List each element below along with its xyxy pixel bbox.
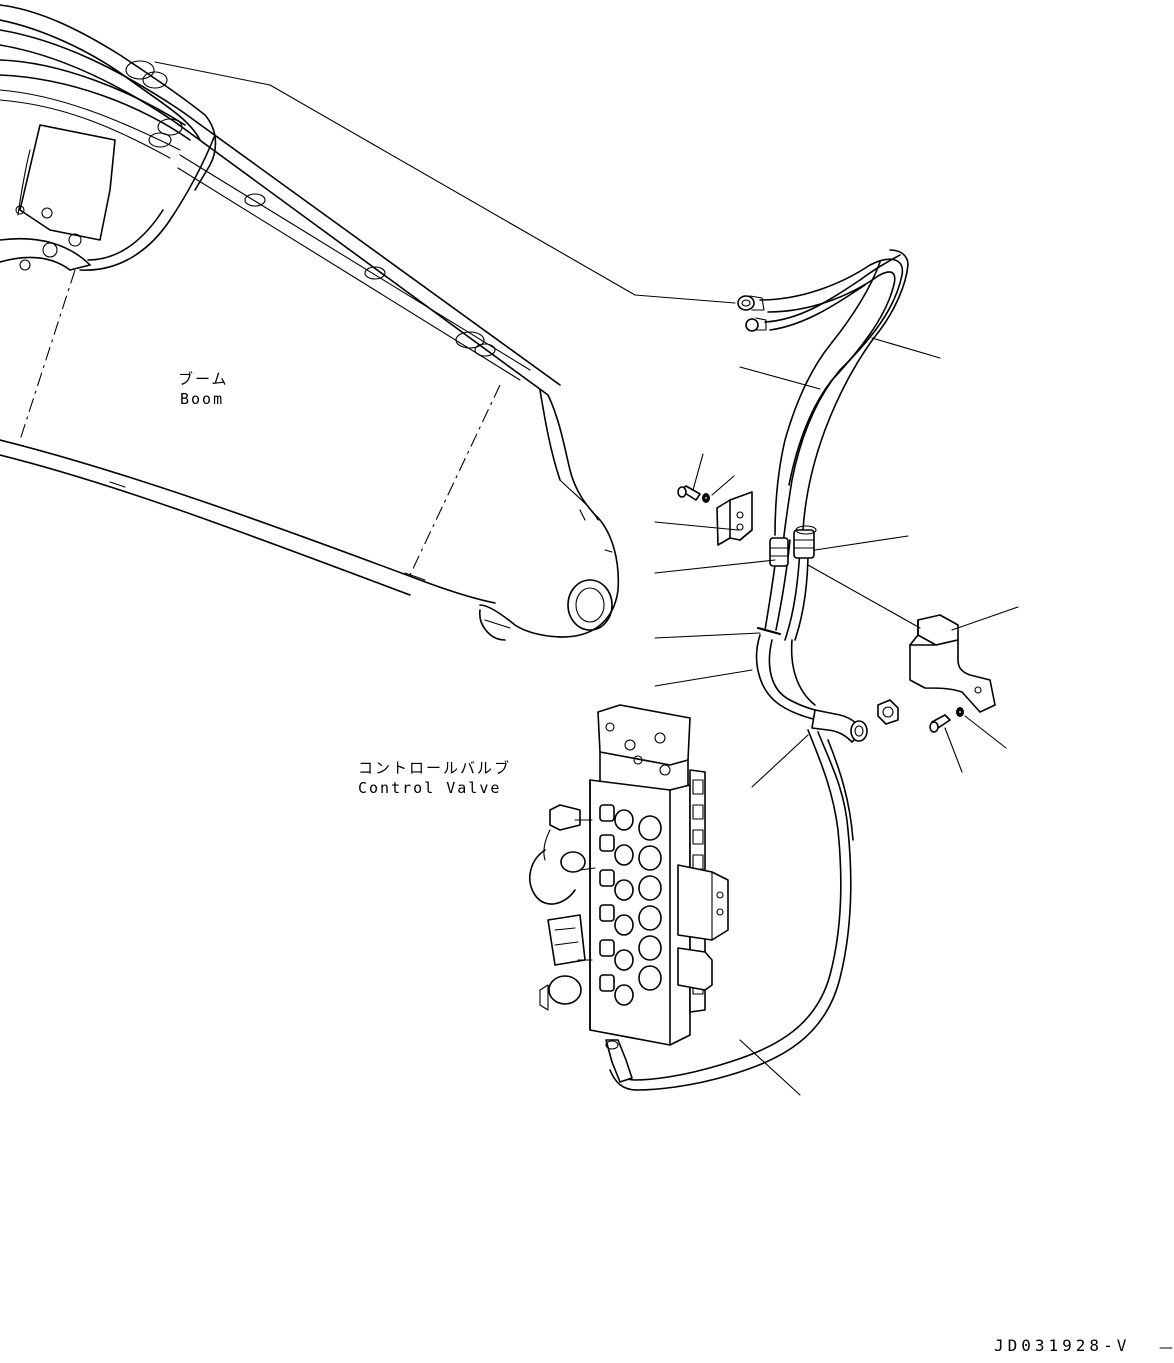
boom-drawing [0, 4, 620, 641]
leader-line [154, 61, 736, 304]
adapter-fitting [877, 699, 899, 725]
bolt-washer-right [929, 707, 964, 733]
boom-label-en: Boom [180, 390, 225, 408]
control-valve-label-en: Control Valve [358, 779, 502, 797]
drawing-code: JD031928-V [994, 1336, 1131, 1355]
control-valve-label-jp: コントロールバルブ [358, 759, 512, 777]
bolt-washer-left [677, 485, 710, 503]
bracket-right [909, 614, 996, 713]
callout-lines [654, 337, 1019, 1096]
boom-label-jp: ブーム [178, 370, 229, 388]
bracket-left [716, 491, 753, 546]
control-valve-drawing [529, 704, 729, 1046]
hose-assembly [605, 249, 909, 1091]
